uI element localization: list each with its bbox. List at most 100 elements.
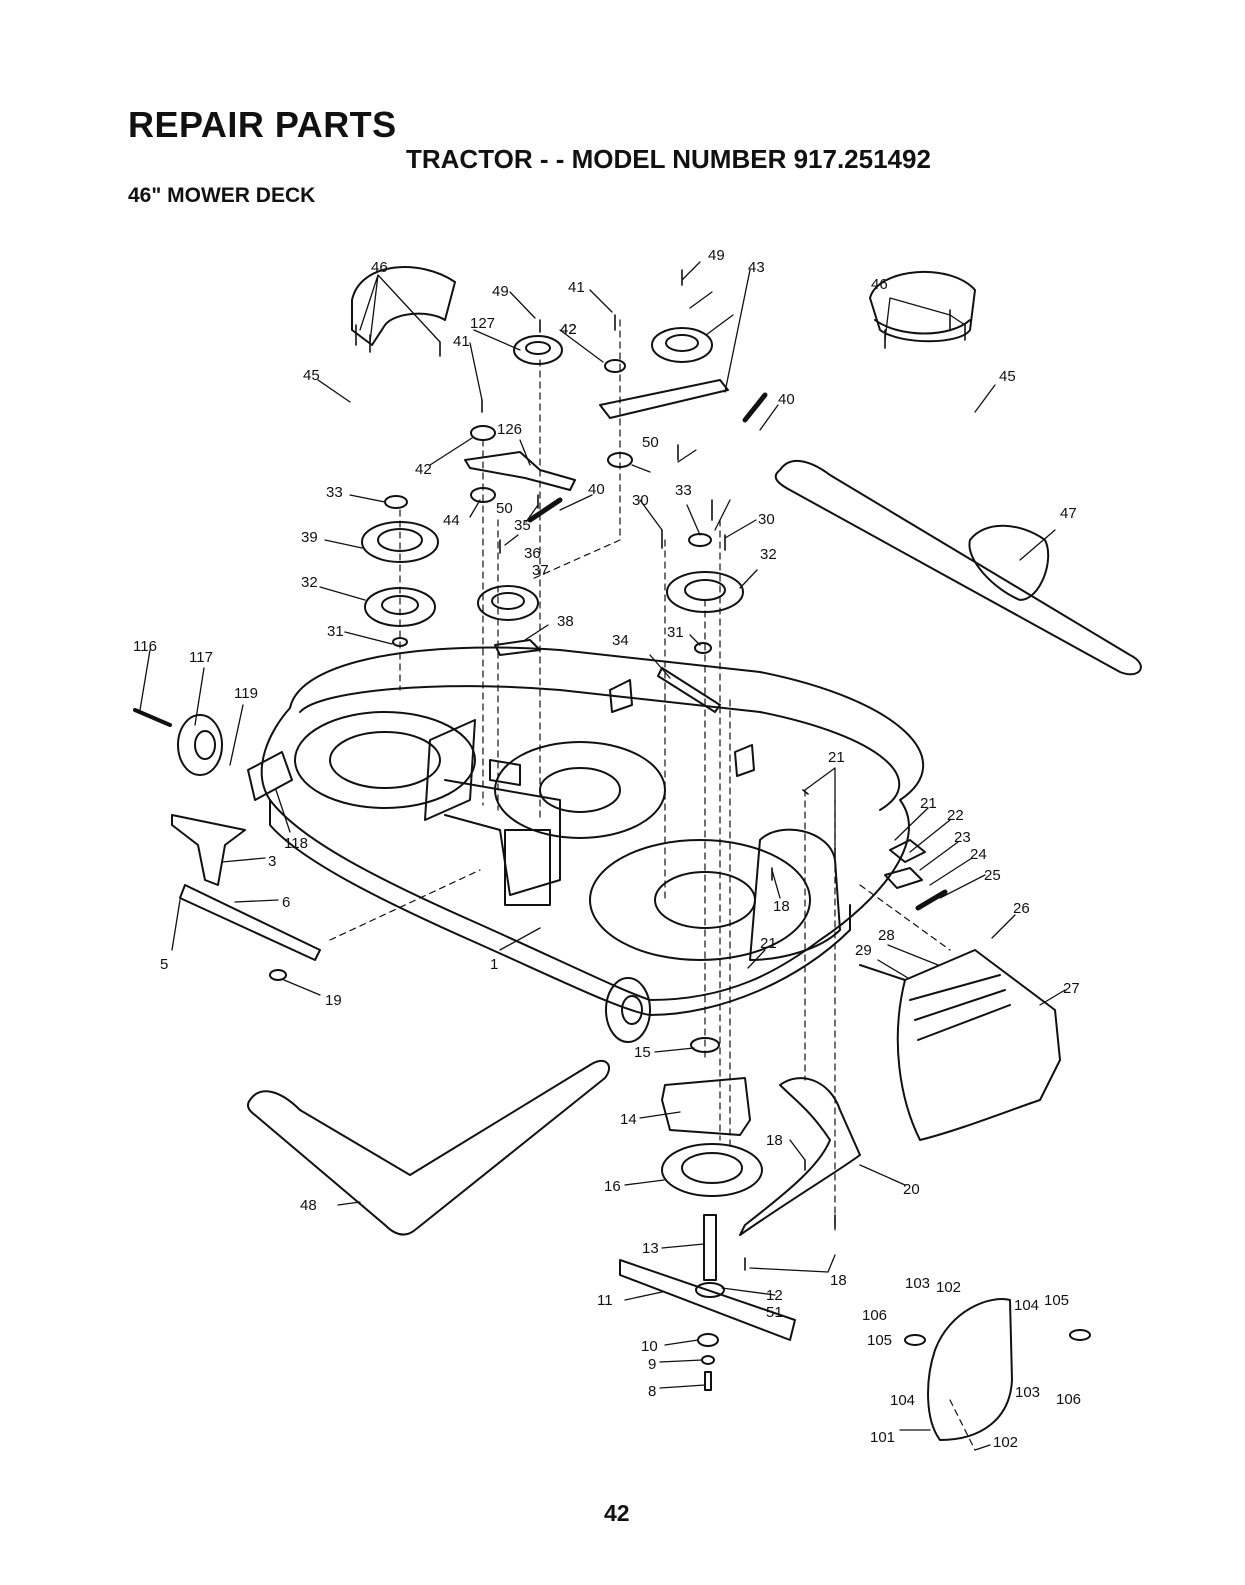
mulching-plug-assembly <box>904 1298 1091 1441</box>
callout-117: 117 <box>189 649 213 666</box>
callout-44-left: 44 <box>443 512 460 529</box>
callout-106-b: 106 <box>1056 1391 1081 1408</box>
callout-102-a: 102 <box>936 1279 961 1296</box>
callout-12: 12 <box>766 1287 783 1304</box>
callout-50-right: 50 <box>642 434 659 451</box>
page-title: REPAIR PARTS <box>128 104 397 145</box>
callout-25: 25 <box>984 867 1001 884</box>
callout-1: 1 <box>490 956 498 973</box>
right-pulley-stack <box>657 533 744 713</box>
callout-22: 22 <box>947 807 964 824</box>
callout-labels: 46 45 33 39 32 31 41 127 49 41 42 42 126… <box>133 247 1081 1451</box>
callout-5: 5 <box>160 956 168 973</box>
callout-15: 15 <box>634 1044 651 1061</box>
lift-linkage <box>133 708 321 981</box>
callout-104-b: 104 <box>1014 1297 1039 1314</box>
model-number-heading: TRACTOR - - MODEL NUMBER 917.251492 <box>406 144 931 174</box>
callout-49-center: 49 <box>492 283 509 300</box>
callout-33-left: 33 <box>326 484 343 501</box>
center-idler-assembly <box>464 335 576 656</box>
callout-33-right: 33 <box>675 482 692 499</box>
callout-32-left: 32 <box>301 574 318 591</box>
callout-41-center: 41 <box>568 279 585 296</box>
callout-45-left: 45 <box>303 367 320 384</box>
callout-10: 10 <box>641 1338 658 1355</box>
callout-19: 19 <box>325 992 342 1009</box>
callout-42-a: 42 <box>560 321 577 338</box>
assembly-guide-lines <box>329 319 976 1451</box>
callout-16: 16 <box>604 1178 621 1195</box>
callout-27: 27 <box>1063 980 1080 997</box>
callout-103-b: 103 <box>1015 1384 1040 1401</box>
left-pulley-cover <box>351 266 456 346</box>
callout-51: 51 <box>766 1304 783 1321</box>
callout-29: 29 <box>855 942 872 959</box>
callout-102-b: 102 <box>993 1434 1018 1451</box>
leader-lines <box>139 261 1066 1451</box>
callout-42-center: 42 <box>560 321 577 338</box>
discharge-deflector-20 <box>739 1077 861 1236</box>
callout-31-left: 31 <box>327 623 344 640</box>
callout-18-a: 18 <box>773 898 790 915</box>
callout-43: 43 <box>748 259 765 276</box>
callout-46-left: 46 <box>371 259 388 276</box>
callout-126: 126 <box>497 421 522 438</box>
callout-24: 24 <box>970 846 987 863</box>
callout-21-a: 21 <box>828 749 845 766</box>
callout-11: 11 <box>597 1292 613 1309</box>
callout-23: 23 <box>954 829 971 846</box>
callout-101: 101 <box>870 1429 895 1446</box>
callout-18-b: 18 <box>766 1132 783 1149</box>
callout-42-left: 42 <box>415 461 432 478</box>
callout-105-a: 105 <box>867 1332 892 1349</box>
callout-30-left: 30 <box>632 492 649 509</box>
callout-35: 35 <box>514 517 531 534</box>
callout-26: 26 <box>1013 900 1030 917</box>
callout-116: 116 <box>133 638 157 655</box>
callout-6: 6 <box>282 894 290 911</box>
callout-46-right: 46 <box>871 276 888 293</box>
callout-34: 34 <box>612 632 629 649</box>
callout-9: 9 <box>648 1356 656 1373</box>
callout-28: 28 <box>878 927 895 944</box>
callout-45-right: 45 <box>999 368 1016 385</box>
callout-21-c: 21 <box>760 935 777 952</box>
callout-13: 13 <box>642 1240 659 1257</box>
callout-36-center: 36 <box>524 545 541 562</box>
callout-106-a: 106 <box>862 1307 887 1324</box>
callout-104-a: 104 <box>890 1392 915 1409</box>
callout-37-center: 37 <box>532 562 549 579</box>
callout-14: 14 <box>620 1111 637 1128</box>
callout-8: 8 <box>648 1383 656 1400</box>
callout-39: 39 <box>301 529 318 546</box>
callout-49-right: 49 <box>708 247 725 264</box>
deck-belt-47 <box>774 460 1142 676</box>
callout-30-right: 30 <box>758 511 775 528</box>
section-heading: 46" MOWER DECK <box>128 184 316 207</box>
callout-50-center: 50 <box>496 500 513 517</box>
callout-20: 20 <box>903 1181 920 1198</box>
callout-105-b: 105 <box>1044 1292 1069 1309</box>
callout-41-left: 41 <box>453 333 470 350</box>
callout-18-c: 18 <box>830 1272 847 1289</box>
callout-40-center: 40 <box>588 481 605 498</box>
callout-40-right: 40 <box>778 391 795 408</box>
callout-21-b: 21 <box>920 795 937 812</box>
spindle-assembly <box>619 1037 796 1391</box>
callout-48: 48 <box>300 1197 317 1214</box>
deck-belt-48 <box>246 1059 610 1236</box>
callout-127: 127 <box>470 315 495 332</box>
callout-32-right: 32 <box>760 546 777 563</box>
right-idler-assembly <box>599 327 768 468</box>
callout-31-right: 31 <box>667 624 684 641</box>
callout-103-a: 103 <box>905 1275 930 1292</box>
callout-118: 118 <box>284 835 308 852</box>
callout-3: 3 <box>268 853 276 870</box>
hardware-bolts <box>355 269 966 1271</box>
callout-119: 119 <box>234 685 258 702</box>
callout-47: 47 <box>1060 505 1077 522</box>
page-number: 42 <box>604 1500 630 1526</box>
callout-38: 38 <box>557 613 574 630</box>
grass-catcher-chute <box>859 839 1061 1141</box>
